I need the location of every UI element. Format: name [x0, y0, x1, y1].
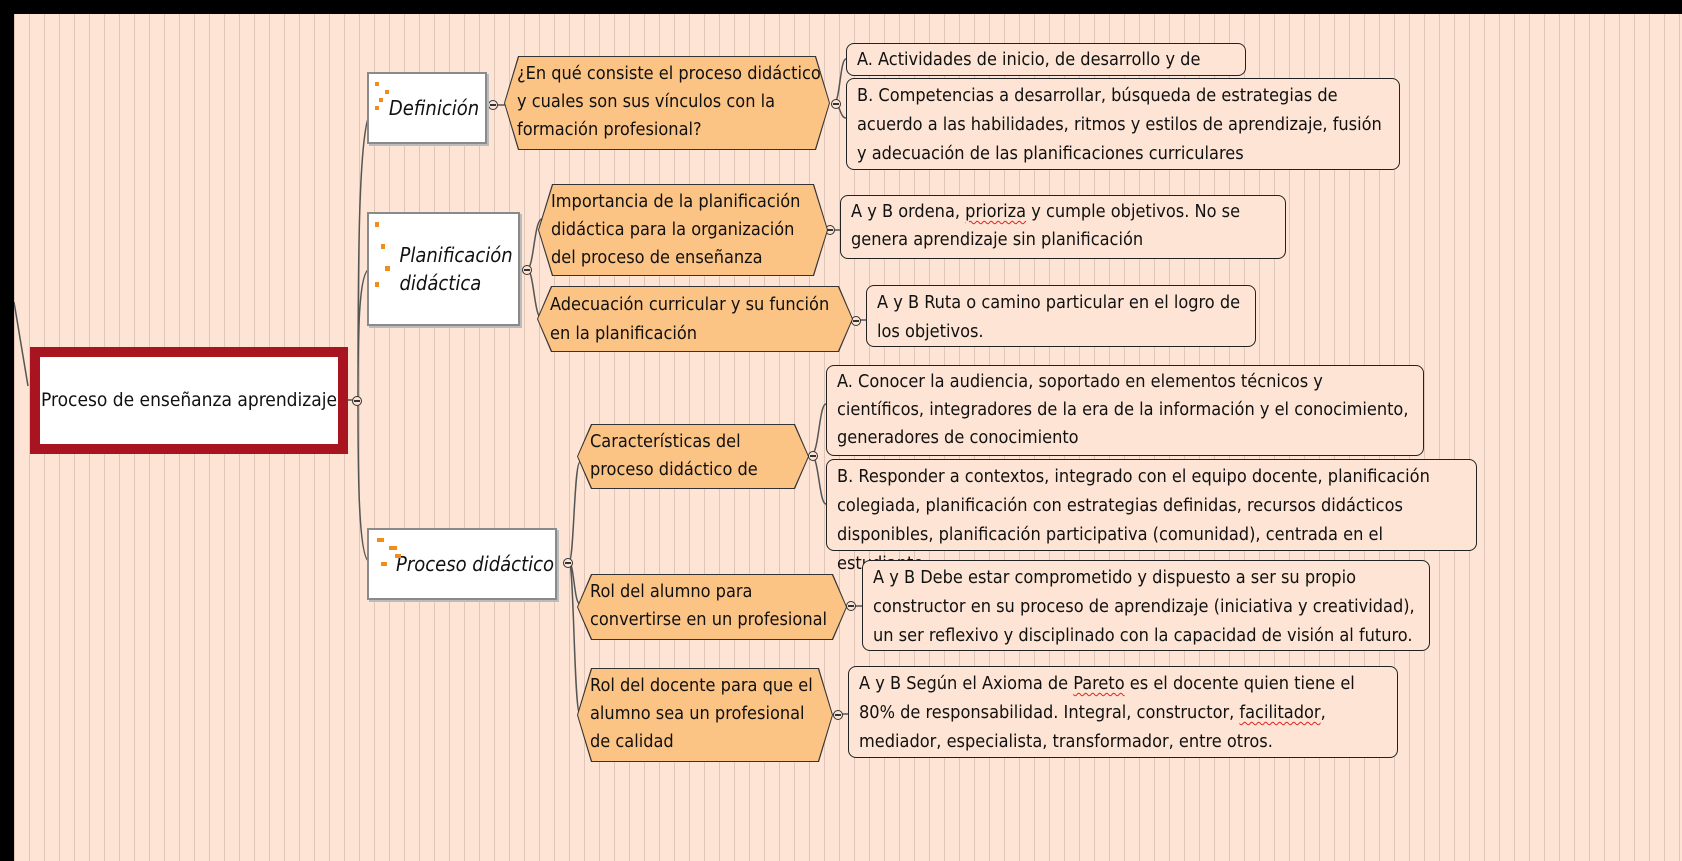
question-node-q1[interactable]: ¿En qué consiste el proceso didáctico y …	[504, 56, 830, 150]
collapse-toggle-q3[interactable]	[851, 316, 861, 326]
spellcheck-word: Pareto	[1073, 673, 1125, 694]
root-topic[interactable]: Proceso de enseñanza aprendizaje	[30, 347, 348, 454]
category-proceso-label: Proceso didáctico	[395, 551, 555, 576]
question-q4-text: Características del proceso didáctico de…	[578, 425, 808, 488]
answer-a4a-text: A. Conocer la audiencia, soportado en el…	[837, 371, 1409, 448]
spellcheck-word: prioriza	[965, 201, 1027, 222]
collapse-toggle-planificacion[interactable]	[522, 265, 532, 275]
topic-icon	[375, 222, 390, 287]
question-q5-text: Rol del alumno para convertirse en un pr…	[578, 575, 846, 639]
category-definicion-label: Definición	[388, 95, 480, 120]
answer-node-a4a[interactable]: A. Conocer la audiencia, soportado en el…	[826, 365, 1424, 456]
collapse-toggle-q5[interactable]	[846, 601, 856, 611]
answer-a2-text: A y B ordena, prioriza y cumple objetivo…	[851, 201, 1241, 250]
collapse-toggle-q6[interactable]	[833, 710, 843, 720]
question-node-q6[interactable]: Rol del docente para que el alumno sea u…	[577, 668, 833, 762]
category-proceso[interactable]: Proceso didáctico	[367, 528, 557, 600]
category-planificacion-label: Planificación didáctica	[399, 243, 513, 295]
collapse-toggle-definicion[interactable]	[488, 100, 498, 110]
collapse-toggle-q4[interactable]	[808, 451, 818, 461]
question-q2-text: Importancia de la planificación didáctic…	[539, 185, 827, 275]
answer-node-a5[interactable]: A y B Debe estar comprometido y dispuest…	[862, 560, 1430, 651]
answer-a5-text: A y B Debe estar comprometido y dispuest…	[873, 567, 1415, 646]
collapse-toggle-proceso[interactable]	[563, 558, 573, 568]
answer-node-a2[interactable]: A y B ordena, prioriza y cumple objetivo…	[840, 195, 1286, 259]
answer-a1b-text: B. Competencias a desarrollar, búsqueda …	[857, 85, 1382, 164]
collapse-toggle-q1[interactable]	[831, 99, 841, 109]
category-definicion[interactable]: Definición	[367, 72, 487, 144]
question-node-q3[interactable]: Adecuación curricular y su función en la…	[537, 286, 853, 352]
answer-node-a1b[interactable]: B. Competencias a desarrollar, búsqueda …	[846, 78, 1400, 170]
question-node-q4[interactable]: Características del proceso didáctico de…	[577, 424, 809, 489]
answer-node-a4b[interactable]: B. Responder a contextos, integrado con …	[826, 459, 1477, 574]
mind-map-canvas: Proceso de enseñanza aprendizaje Definic…	[14, 14, 1682, 861]
answer-a3-text: A y B Ruta o camino particular en el log…	[877, 292, 1241, 342]
root-topic-label: Proceso de enseñanza aprendizaje	[41, 389, 337, 411]
answer-node-a3[interactable]: A y B Ruta o camino particular en el log…	[866, 285, 1256, 347]
answer-node-a6[interactable]: A y B Según el Axioma de Pareto es el do…	[848, 666, 1398, 758]
spellcheck-word: facilitador	[1239, 702, 1321, 723]
topic-icon	[375, 82, 389, 110]
topic-icon	[377, 538, 401, 566]
collapse-toggle-root[interactable]	[352, 396, 362, 406]
question-q1-text: ¿En qué consiste el proceso didáctico y …	[505, 57, 829, 149]
answer-a6-text: A y B Según el Axioma de Pareto es el do…	[859, 673, 1355, 752]
question-node-q2[interactable]: Importancia de la planificación didáctic…	[538, 184, 828, 276]
answer-node-a1a[interactable]: A. Actividades de inicio, de desarrollo …	[846, 43, 1246, 97]
question-q6-text: Rol del docente para que el alumno sea u…	[578, 669, 832, 761]
answer-a4b-text: B. Responder a contextos, integrado con …	[837, 466, 1430, 574]
category-planificacion[interactable]: Planificación didáctica	[367, 212, 520, 326]
question-node-q5[interactable]: Rol del alumno para convertirse en un pr…	[577, 574, 847, 640]
question-q3-text: Adecuación curricular y su función en la…	[538, 287, 852, 351]
